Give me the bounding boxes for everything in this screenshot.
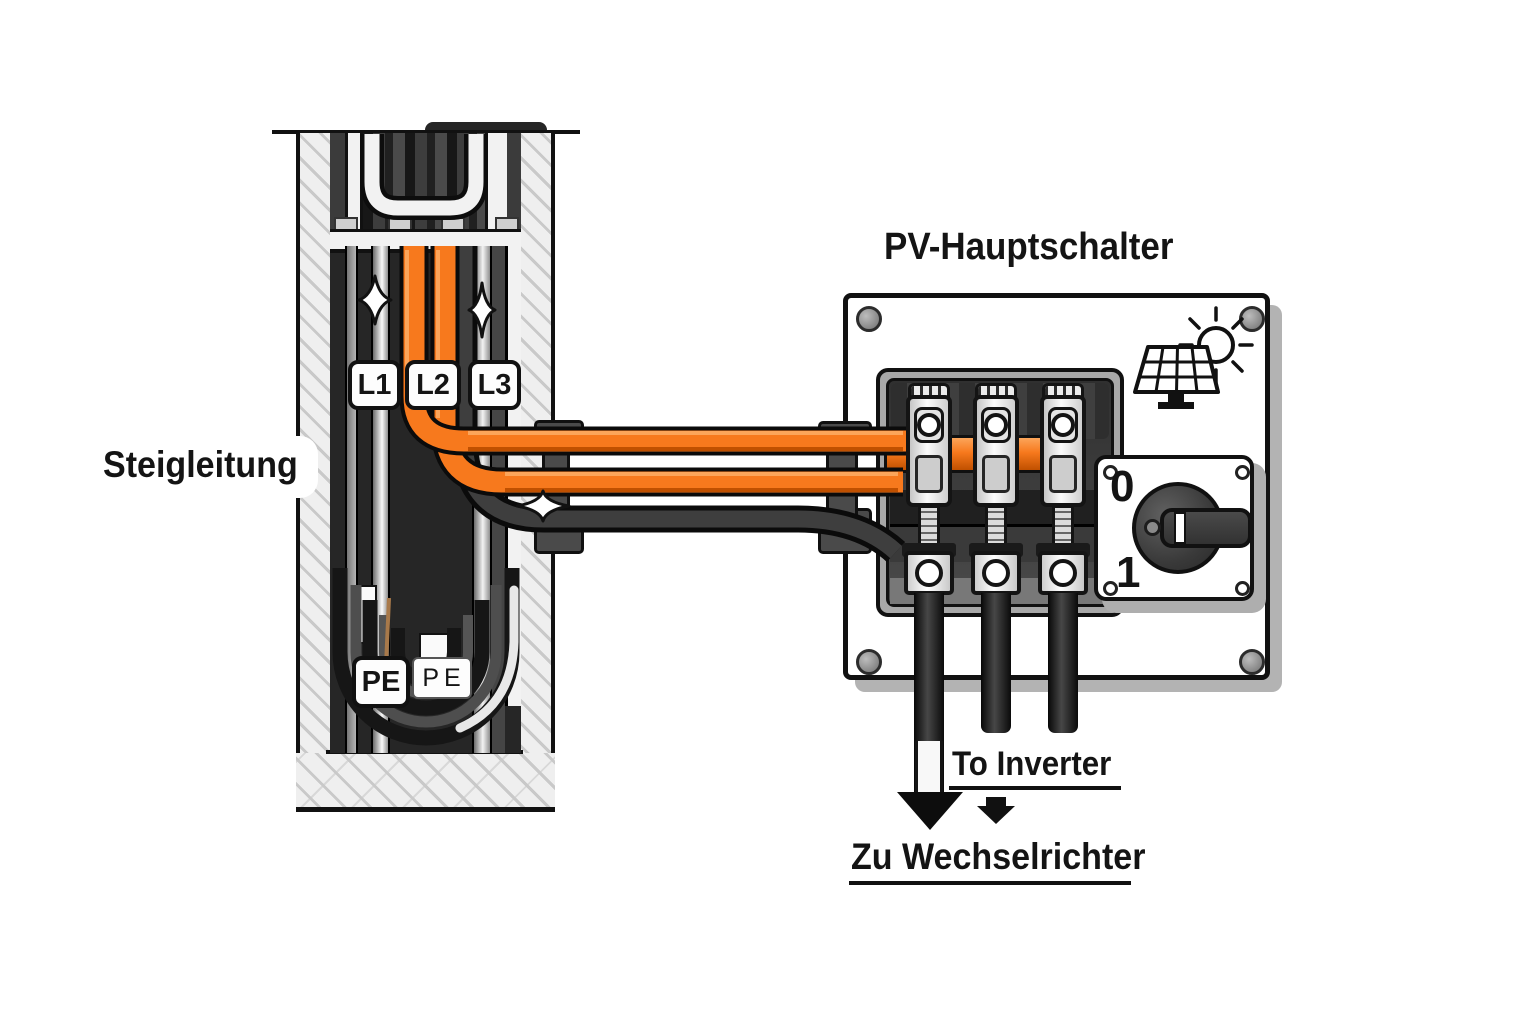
phase-label-text: L1 (357, 368, 392, 401)
terminal-screw-eye (981, 407, 1011, 443)
screw-icon (1103, 465, 1118, 480)
cable-bundle (363, 133, 485, 229)
terminal-clamp-pad (1049, 455, 1077, 493)
to-inverter-underline (949, 786, 1121, 790)
terminal-screw-icon (982, 559, 1010, 587)
phase-label-l3: L3 (468, 360, 521, 410)
terminal-l2 (969, 383, 1023, 743)
terminal-clamp-pad (915, 455, 943, 493)
terminal-screw-icon (984, 413, 1008, 437)
down-arrow-icon (897, 792, 963, 830)
output-cable-3 (1048, 593, 1078, 733)
shaft-wall-bottom (296, 753, 555, 812)
terminal-screw-icon (1051, 413, 1075, 437)
terminal-screw-icon (915, 559, 943, 587)
screw-icon (1235, 581, 1250, 596)
screw-icon (1103, 581, 1118, 596)
terminal-l1 (902, 383, 956, 803)
output-cable-2 (981, 593, 1011, 733)
terminal-clamp-pad (982, 455, 1010, 493)
screw-icon (856, 649, 882, 675)
screw-icon (1235, 465, 1250, 480)
phase-label-l2: L2 (405, 360, 461, 410)
screw-icon (1239, 649, 1265, 675)
pe-label-main: PE (352, 656, 410, 708)
phase-label-text: L3 (477, 368, 512, 401)
terminal-screw-icon (1049, 559, 1077, 587)
phase-label-l1: L1 (348, 360, 401, 410)
cable-clamp-right-bar (826, 430, 858, 520)
switch-position-off: 0 (1110, 462, 1135, 511)
riser-label: Steigleitung (103, 444, 298, 485)
terminal-screw-eye (914, 407, 944, 443)
to-inverter-label-en: To Inverter (952, 745, 1112, 783)
solar-panel-sun-icon (1133, 306, 1254, 409)
phase-label-text: L2 (416, 368, 450, 401)
cable-clamp-left-bar (542, 430, 570, 530)
down-arrow-icon (986, 797, 1006, 806)
down-arrow-icon (977, 806, 1015, 824)
terminal-lower-lug (971, 551, 1021, 595)
terminal-screw-eye (1048, 407, 1078, 443)
riser-label-pill (95, 436, 318, 498)
cable-marker-band (915, 741, 943, 793)
solar-panel-icon (1133, 345, 1220, 409)
cable-tie (355, 585, 377, 644)
terminal-screw-icon (917, 413, 941, 437)
rotary-switch-handle-stripe (1174, 512, 1186, 544)
terminal-l3 (1036, 383, 1090, 743)
riser-wire-dark (492, 246, 505, 753)
to-inverter-underline-de (849, 881, 1131, 885)
shaft-top-line (272, 130, 580, 134)
pe-label-text: PE (422, 663, 466, 692)
rotary-switch-pivot (1144, 519, 1161, 536)
page-title: PV-Hauptschalter (884, 226, 1174, 268)
switch-position-on: 1 (1116, 548, 1141, 597)
terminal-lower-lug (1038, 551, 1088, 595)
pe-label-text: PE (361, 665, 401, 698)
pe-label-secondary: PE (412, 657, 472, 699)
terminal-lower-lug (904, 551, 954, 595)
riser-wire-white (505, 246, 521, 706)
riser-wire-silver (472, 246, 492, 753)
to-inverter-label-de: Zu Wechselrichter (851, 836, 1146, 877)
screw-icon (856, 306, 882, 332)
